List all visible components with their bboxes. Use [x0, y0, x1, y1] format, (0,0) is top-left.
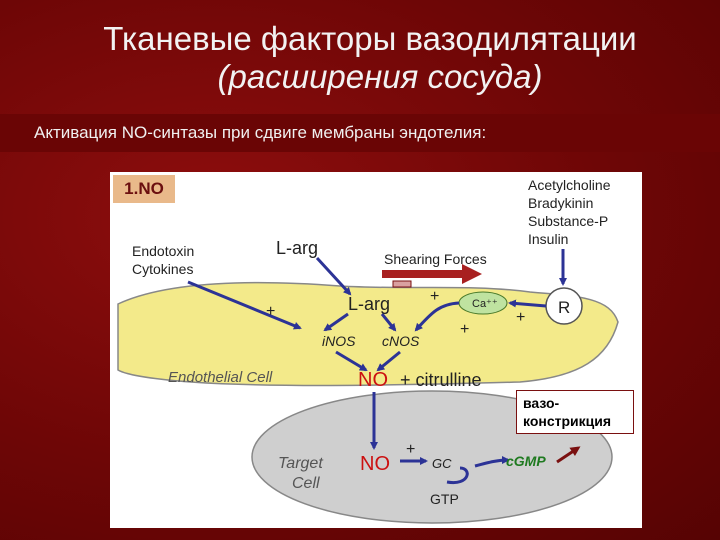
receptor-label: R [558, 298, 570, 317]
no-pathway-figure: Acetylcholine Bradykinin Substance-P Ins… [110, 172, 642, 528]
endothelial-cell-label: Endothelial Cell [168, 369, 273, 386]
target-cell-line-1: Target [278, 455, 323, 472]
l-arg-outside: L-arg [276, 238, 318, 258]
no-endothelial: NO [358, 369, 388, 391]
slide-title: Тканевые факторы вазодилятации (расширен… [0, 20, 720, 96]
plus-target: + [406, 441, 415, 458]
gc-label: GC [432, 456, 452, 471]
vasoconstriction-line-1: вазо- [523, 395, 560, 411]
cnos-label: cNOS [382, 333, 420, 349]
gtp-label: GTP [430, 491, 459, 507]
caption: Активация NO-синтазы при сдвиге мембраны… [0, 114, 720, 152]
inducer-cytokines: Cytokines [132, 261, 193, 277]
no-target: NO [360, 453, 390, 475]
title-line-2: (расширения сосуда) [217, 58, 543, 95]
title-line-1: Тканевые факторы вазодилятации [103, 20, 637, 57]
agonist-bradykinin: Bradykinin [528, 195, 593, 211]
shearing-forces-label: Shearing Forces [384, 251, 487, 267]
target-cell-line-2: Cell [292, 475, 320, 492]
agonist-substance-p: Substance-P [528, 213, 608, 229]
vasoconstriction-box: вазо- констрикция [516, 390, 634, 434]
inos-label: iNOS [322, 333, 356, 349]
agonist-insulin: Insulin [528, 231, 568, 247]
shear-arrow [382, 264, 482, 284]
plus-ca: + [460, 321, 469, 338]
citrulline-label: + citrulline [400, 370, 482, 390]
plus-receptor: + [516, 309, 525, 326]
inducer-endotoxin: Endotoxin [132, 243, 194, 259]
vasoconstriction-line-2: констрикция [523, 413, 612, 429]
agonist-acetylcholine: Acetylcholine [528, 177, 611, 193]
no-badge: 1.NO [113, 175, 175, 203]
l-arg-inside: L-arg [348, 294, 390, 314]
cgmp-label: cGMP [506, 453, 546, 469]
plus-larg: + [430, 288, 439, 305]
plus-inducer: + [266, 303, 275, 320]
ca-label: Ca⁺⁺ [472, 298, 498, 310]
shear-plate [392, 280, 412, 288]
